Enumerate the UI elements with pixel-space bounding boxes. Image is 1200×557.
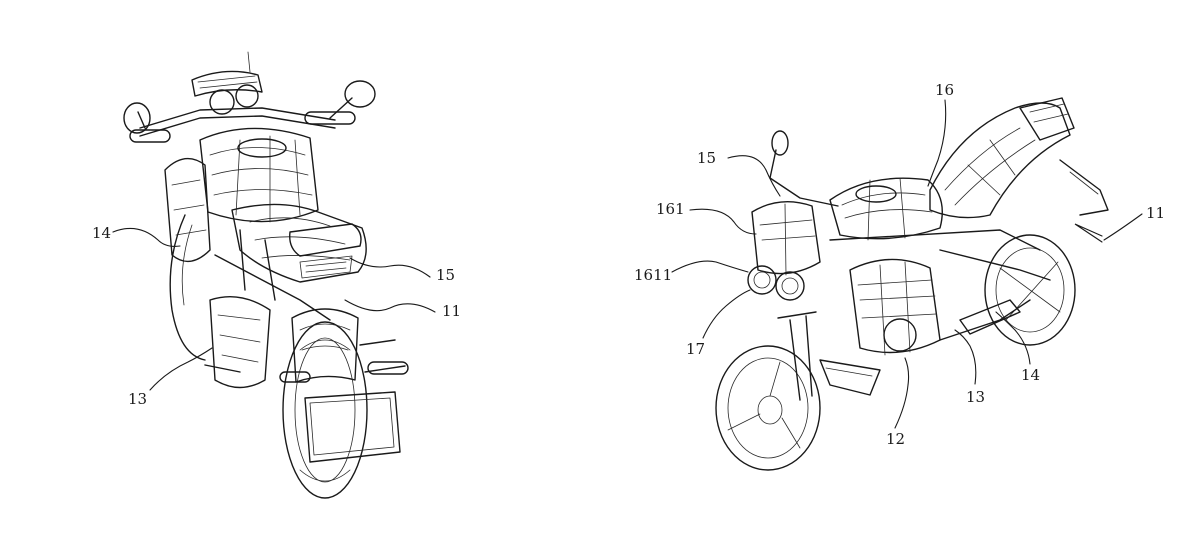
part-label-15: 15: [436, 266, 455, 284]
leader-line-13-left: [149, 347, 213, 391]
part-label-12: 12: [886, 430, 905, 448]
part-label-11: 11: [1146, 204, 1165, 222]
part-label-16: 16: [935, 81, 954, 99]
leader-line-14-right: [995, 311, 1031, 365]
leader-line-161-right: [689, 208, 757, 235]
part-label-1611: 1611: [634, 266, 672, 284]
part-label-14: 14: [1021, 366, 1040, 384]
part-label-17: 17: [686, 340, 705, 358]
part-label-161: 161: [656, 200, 685, 218]
leader-line-1611-right: [671, 260, 749, 273]
motorcycle-front-view: [715, 97, 1109, 471]
part-label-14: 14: [92, 224, 111, 242]
part-label-13: 13: [128, 390, 147, 408]
motorcycle-rear-view: [123, 51, 409, 499]
leader-line-11-right: [1074, 213, 1143, 243]
leader-line-11-left: [344, 299, 436, 313]
part-label-15: 15: [697, 149, 716, 167]
leader-line-12-right: [894, 357, 910, 429]
leader-line-15-right: [727, 155, 781, 197]
part-label-11: 11: [442, 302, 461, 320]
leader-line-13-right: [954, 329, 977, 385]
leader-line-16-right: [927, 99, 947, 187]
leader-line-14-left: [112, 227, 181, 247]
leader-line-17-right: [702, 289, 751, 339]
leader-line-15-left: [349, 257, 431, 278]
part-label-13: 13: [966, 388, 985, 406]
